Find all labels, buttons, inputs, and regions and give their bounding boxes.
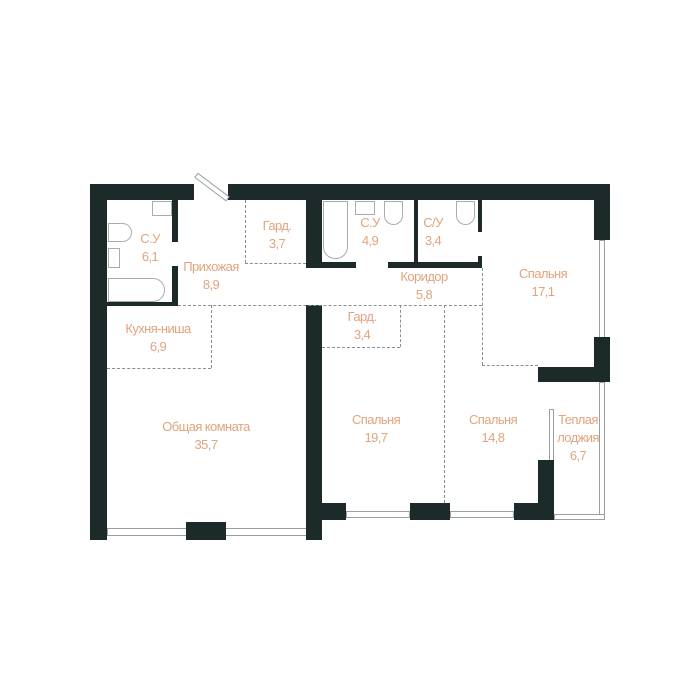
zone-line xyxy=(482,365,538,366)
wall xyxy=(538,367,610,382)
bathtub-icon xyxy=(323,201,348,259)
partition xyxy=(478,200,482,232)
wall xyxy=(410,503,450,520)
zone-line xyxy=(400,305,401,347)
wall xyxy=(90,184,194,200)
entry-door[interactable] xyxy=(194,172,230,202)
window xyxy=(599,240,605,338)
sink-icon xyxy=(108,248,120,268)
zone-line xyxy=(107,368,211,369)
wall xyxy=(228,184,610,200)
partition xyxy=(306,262,356,268)
partition xyxy=(414,200,418,264)
partition xyxy=(478,256,482,268)
wall xyxy=(594,184,610,240)
window xyxy=(346,511,410,518)
room-label: Гард.3,4 xyxy=(347,309,377,342)
zone-line xyxy=(211,305,212,368)
loggia-frame xyxy=(554,514,605,520)
toilet-icon xyxy=(384,201,403,225)
room-label: Гард.3,7 xyxy=(262,218,292,251)
loggia-door xyxy=(549,409,554,461)
zone-line xyxy=(245,200,246,263)
zone-line xyxy=(444,305,445,503)
zone-line xyxy=(482,268,483,365)
partition xyxy=(172,200,178,242)
zone-line xyxy=(245,263,306,264)
zone-line xyxy=(322,347,400,348)
toilet-icon xyxy=(108,223,132,242)
partition xyxy=(388,262,482,268)
sink-icon xyxy=(355,201,375,215)
zone-line xyxy=(178,305,482,306)
wall xyxy=(90,184,107,540)
sink-icon xyxy=(152,201,172,216)
bathtub-icon xyxy=(108,278,165,302)
wall xyxy=(306,305,322,540)
wall xyxy=(514,503,554,520)
partition xyxy=(172,266,178,306)
window xyxy=(450,511,514,518)
toilet-icon xyxy=(456,201,475,225)
partition xyxy=(306,200,322,267)
wall xyxy=(186,522,226,540)
wall xyxy=(322,503,346,520)
partition xyxy=(107,302,178,306)
